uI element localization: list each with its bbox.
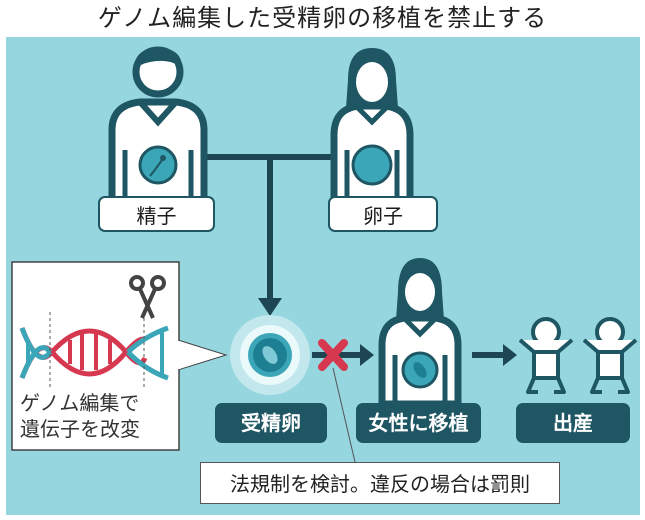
arrow-right-icon [360,344,374,366]
callout-line-1: ゲノム編集で [20,391,140,415]
genome-edit-callout [11,261,228,451]
regulation-note: 法規制を検討。違反の場合は罰則 [200,462,560,504]
egg-icon [351,144,393,186]
dna-icon [19,312,169,388]
arrow-right-icon [503,344,517,366]
prohibited-x-icon [318,339,348,371]
implant-label: 女性に移植 [356,403,481,443]
callout-line-2: 遺伝子を改変 [20,417,140,441]
pregnant-woman-icon [378,258,462,408]
note-pointer [332,367,356,463]
callout-text: ゲノム編集で 遺伝子を改変 [20,390,180,442]
egg-label: 卵子 [328,196,438,232]
woman-icon [330,48,414,209]
parent-connector [200,154,336,300]
scissors-icon [129,275,166,319]
fertilized-egg-icon [230,315,310,395]
birth-label: 出産 [516,403,630,443]
baby-icon [582,317,638,394]
page-title: ゲノム編集した受精卵の移植を禁止する [97,4,548,32]
man-icon [108,46,208,209]
fertilized-egg-label: 受精卵 [215,403,327,443]
sperm-label: 精子 [98,196,215,232]
arrow-down-icon [258,298,282,316]
baby-icon [518,317,574,394]
